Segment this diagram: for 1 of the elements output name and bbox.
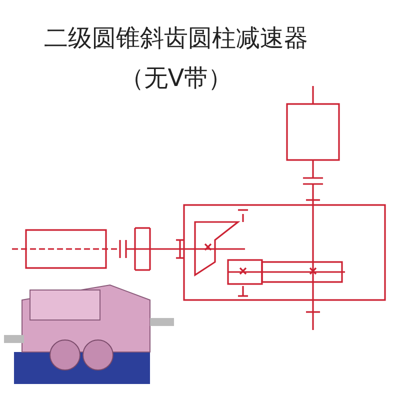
title: 二级圆锥斜齿圆柱减速器（无V带）: [43, 23, 309, 94]
